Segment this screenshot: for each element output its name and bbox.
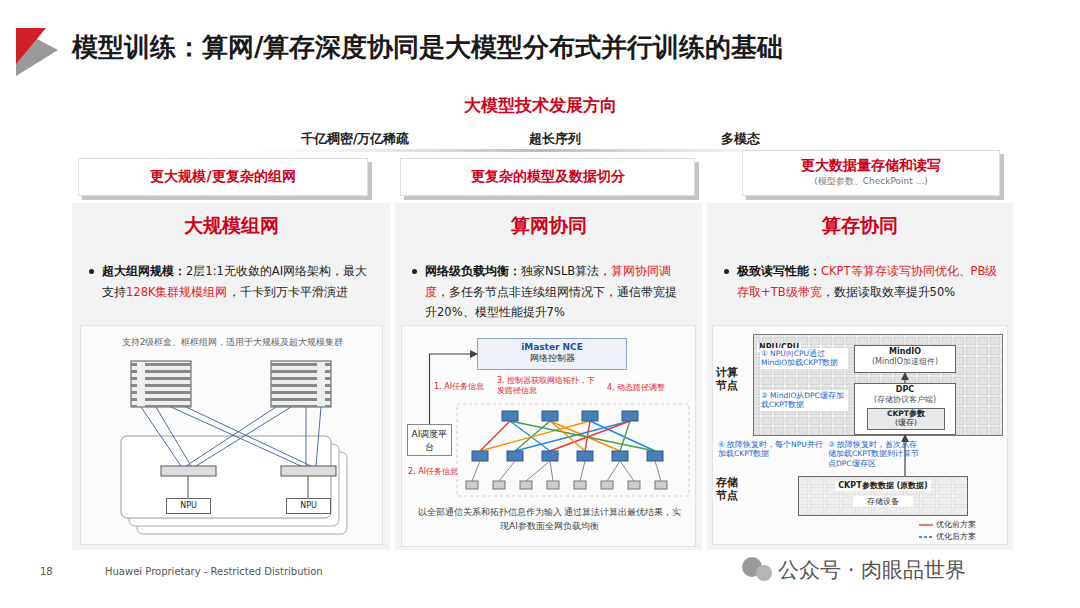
node-text: (模型参数、CheckPoint ...) <box>743 175 999 188</box>
feature-column: 算网协同网络级负载均衡：独家NSLB算法，算网协同调度，多任务节点非连续组网情况… <box>395 203 702 550</box>
component-box: NPU <box>166 498 211 514</box>
node-text: ，数据读取效率提升50% <box>822 285 956 299</box>
callout-note: ① NPU向CPU通过MindIO加载CKPT数据 <box>760 348 848 369</box>
node-text: ，多任务节点非连续组网情况下，通信带宽提升20%、模型性能提升7% <box>425 285 677 320</box>
header-label: 大模型技术发展方向 <box>390 94 690 117</box>
component-box: 支持2级框盒、框框组网，适用于大规模及超大规模集群 NPU NPU <box>80 325 383 545</box>
node-text: 极致读写性能： <box>737 264 821 278</box>
node-text: 128K集群规模组网 <box>126 285 228 299</box>
node-text: 存储节点 <box>716 476 740 502</box>
component-box: iMaster NCE网络控制器 <box>477 338 627 370</box>
node-heading: MindIO <box>855 347 955 357</box>
node-heading: iMaster NCE <box>478 342 626 352</box>
direction-tab: 更复杂的模型及数据切分 <box>400 158 695 196</box>
component-box: CKPT参数(缓存) <box>867 408 945 430</box>
component-box: CKPT参数数据 (原数据) 存储设备 <box>798 476 968 516</box>
component-box: DPC(存储协议客户端) CKPT参数(缓存) <box>854 383 956 435</box>
node-text: 存储设备 <box>853 496 913 507</box>
node-heading: 更大数据量存储和读写 <box>743 151 999 175</box>
legend-text: 优化后方案 <box>936 532 976 542</box>
node-heading: 算网协同 <box>395 213 702 239</box>
node-text: 独家NSLB算法， <box>521 264 611 278</box>
node-text: 网络控制器 <box>478 352 626 365</box>
bullet-paragraph: 网络级负载均衡：独家NSLB算法，算网协同调度，多任务节点非连续组网情况下，通信… <box>425 261 688 323</box>
bullet-paragraph: 极致读写性能：CKPT等算存读写协同优化、PB级存取+TB级带宽，数据读取效率提… <box>737 261 999 302</box>
footer-text: 公众号 · 肉眼品世界 <box>778 556 1058 584</box>
node-heading: NPU <box>167 499 210 513</box>
node-heading: 支持2级框盒、框框组网，适用于大规模及超大规模集群 <box>91 336 374 349</box>
component-box: AI调度平台 <box>407 424 452 456</box>
node-text: ，千卡到万卡平滑演进 <box>228 285 348 299</box>
node-heading: 以全部通信关系和拓扑信息作为输入 通过算法计算出最优结果，实现AI参数面全网负载… <box>414 506 685 533</box>
node-text: 超大组网规模： <box>102 264 186 278</box>
logo <box>16 28 46 64</box>
node-heading: 计算节点 <box>716 366 740 392</box>
node-text: (缓存) <box>868 418 944 427</box>
connector <box>430 354 478 424</box>
callout-note: ② MindIO从DPC缓存加载CKPT数据 <box>760 390 848 411</box>
feature-column: 大规模组网超大组网规模：2层1:1无收敛的AI网络架构，最大支持128K集群规模… <box>72 203 390 550</box>
node-heading: 算存协同 <box>707 213 1013 239</box>
node-heading: 更复杂的模型及数据切分 <box>401 159 694 186</box>
callout-note: 3. 控制器获取网络拓扑，下发路径信息 <box>497 376 599 397</box>
node-heading: CKPT参数 <box>868 409 944 418</box>
component-box: MindIO(MindIO加速组件) <box>854 345 956 373</box>
legend-text: 优化前方案 <box>936 520 976 530</box>
node-text: (MindIO加速组件) <box>855 357 955 367</box>
node-heading: 更大规模/更复杂的组网 <box>79 159 367 186</box>
node-heading: CKPT参数数据 (原数据) <box>835 480 931 491</box>
feature-column: 算存协同极致读写性能：CKPT等算存读写协同优化、PB级存取+TB级带宽，数据读… <box>707 203 1013 550</box>
callout-note: 4. 动态路径调整 <box>607 382 687 393</box>
direction-tab: 更大规模/更复杂的组网 <box>78 158 368 196</box>
node-text: (存储协议客户端) <box>855 395 955 405</box>
logo <box>16 28 58 76</box>
footer-text: 18 <box>40 566 70 577</box>
header-label: 千亿稠密/万亿稀疏 <box>270 130 440 148</box>
wechat-icon <box>756 565 772 581</box>
slide-title: 模型训练：算网/算存深度协同是大模型分布式并行训练的基础 <box>72 30 1072 65</box>
direction-tab: 更大数据量存储和读写(模型参数、CheckPoint ...) <box>742 150 1000 196</box>
component-box: 以全部通信关系和拓扑信息作为输入 通过算法计算出最优结果，实现AI参数面全网负载… <box>401 325 696 547</box>
bullet-paragraph: 超大组网规模：2层1:1无收敛的AI网络架构，最大支持128K集群规模组网，千卡… <box>102 261 376 302</box>
footer-text: Huawei Proprietary - Restricted Distribu… <box>105 566 405 577</box>
connector <box>904 373 905 383</box>
node-heading: DPC <box>855 385 955 395</box>
callout-note: ④ 故障恢复时，每个NPU并行加载CKPT数据 <box>718 440 823 459</box>
network-illustration <box>81 326 384 546</box>
node-heading: AI调度平台 <box>408 428 451 454</box>
component-box: 计算节点存储节点NPU/CPUMindIO(MindIO加速组件)DPC(存储协… <box>712 325 1008 545</box>
node-heading: NPU <box>287 499 330 513</box>
node-text: 网络级负载均衡： <box>425 264 521 278</box>
node-heading: 大规模组网 <box>72 213 390 239</box>
header-label: 超长序列 <box>500 130 610 148</box>
callout-note: 2. AI任务信息 <box>408 466 478 477</box>
callout-note: 1. AI任务信息 <box>434 381 494 392</box>
connector <box>904 435 905 476</box>
header-label: 多模态 <box>690 130 790 148</box>
callout-note: ③ 故障恢复时，首次从存储加载CKPT数据到计算节点DPC缓存区 <box>828 440 923 468</box>
component-box: NPU <box>286 498 331 514</box>
